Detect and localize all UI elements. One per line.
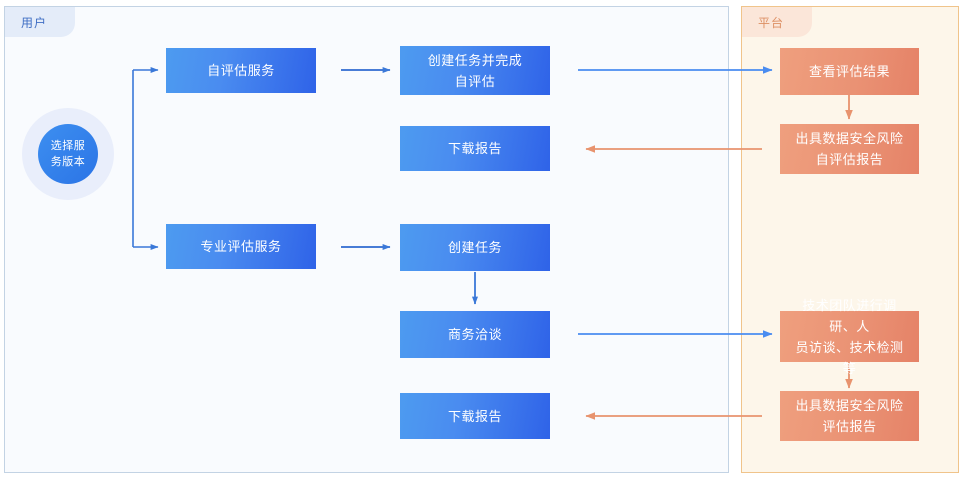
start-node-select-service-version[interactable]: 选择服务版本 [38, 124, 98, 184]
swimlane-user: 用户 [4, 6, 729, 473]
swimlane-user-label: 用户 [5, 7, 75, 37]
node-business-negotiation[interactable]: 商务洽谈 [400, 311, 550, 358]
node-self-assessment-service[interactable]: 自评估服务 [166, 48, 316, 93]
node-professional-assessment-service[interactable]: 专业评估服务 [166, 224, 316, 269]
node-issue-assessment-report[interactable]: 出具数据安全风险评估报告 [780, 391, 919, 441]
node-download-report-bottom[interactable]: 下载报告 [400, 393, 550, 439]
node-download-report-top[interactable]: 下载报告 [400, 126, 550, 171]
node-issue-self-assessment-report[interactable]: 出具数据安全风险自评估报告 [780, 124, 919, 174]
node-view-assessment-result[interactable]: 查看评估结果 [780, 48, 919, 95]
node-create-task[interactable]: 创建任务 [400, 224, 550, 271]
swimlane-platform-label: 平台 [742, 7, 812, 37]
node-create-task-and-self-assess[interactable]: 创建任务并完成自评估 [400, 46, 550, 95]
